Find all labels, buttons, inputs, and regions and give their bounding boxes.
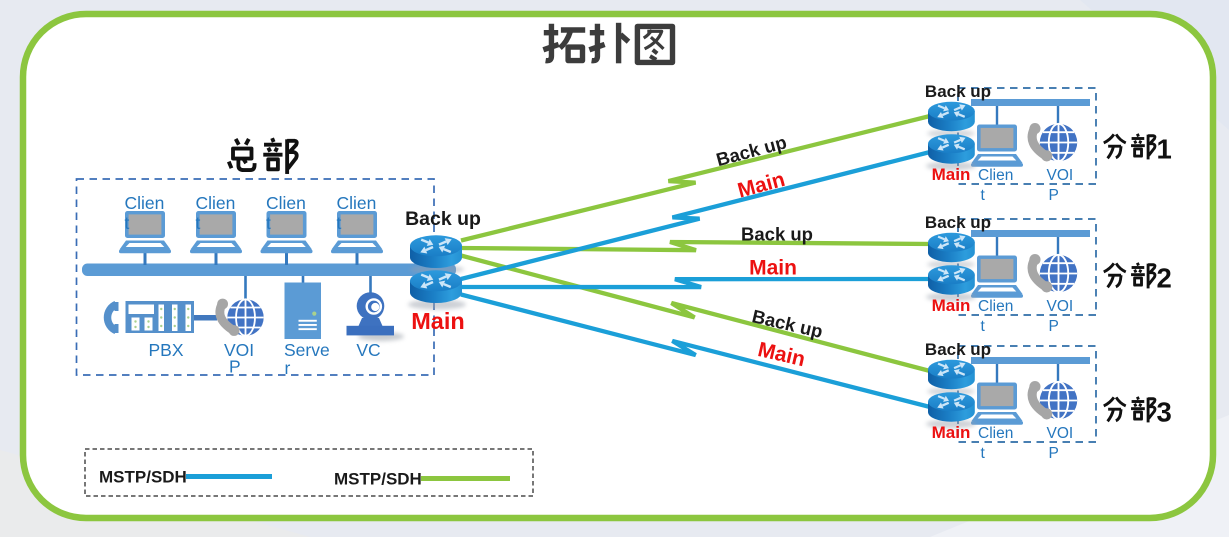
svg-text:MSTP/SDH: MSTP/SDH [99,468,187,487]
svg-text:Main: Main [932,296,971,315]
svg-text:Clien: Clien [266,193,306,213]
svg-text:Main: Main [411,308,465,334]
svg-text:2: 2 [1157,263,1172,294]
svg-text:Back up: Back up [925,213,991,232]
svg-text:P: P [229,357,241,377]
svg-text:Back up: Back up [925,82,991,101]
svg-text:3: 3 [1157,397,1172,428]
svg-text:P: P [1049,187,1059,204]
svg-text:t: t [981,187,986,204]
svg-text:MSTP/SDH: MSTP/SDH [334,470,422,489]
svg-text:VOI: VOI [1047,167,1074,184]
svg-text:t: t [981,445,986,462]
svg-text:P: P [1049,318,1059,335]
svg-text:Main: Main [932,423,971,442]
svg-text:VC: VC [356,340,380,360]
svg-text:Main: Main [749,257,797,280]
svg-text:Clien: Clien [196,193,236,213]
svg-text:Back up: Back up [925,340,991,359]
svg-text:Main: Main [932,165,971,184]
svg-text:Clien: Clien [125,193,165,213]
svg-text:1: 1 [1157,134,1172,165]
svg-text:VOI: VOI [224,340,254,360]
svg-text:Back up: Back up [741,224,813,245]
svg-text:Serve: Serve [284,340,330,360]
svg-text:VOI: VOI [1047,425,1074,442]
svg-text:VOI: VOI [1047,298,1074,315]
svg-text:P: P [1049,445,1059,462]
svg-text:t: t [337,213,342,233]
svg-text:t: t [196,213,201,233]
svg-text:t: t [266,213,271,233]
svg-text:t: t [981,318,986,335]
svg-text:Back up: Back up [405,208,481,230]
svg-text:Clien: Clien [978,167,1013,184]
svg-text:Clien: Clien [337,193,377,213]
svg-text:Clien: Clien [978,425,1013,442]
svg-text:r: r [285,358,291,378]
svg-text:t: t [125,213,130,233]
svg-text:PBX: PBX [148,340,183,360]
svg-text:Clien: Clien [978,298,1013,315]
